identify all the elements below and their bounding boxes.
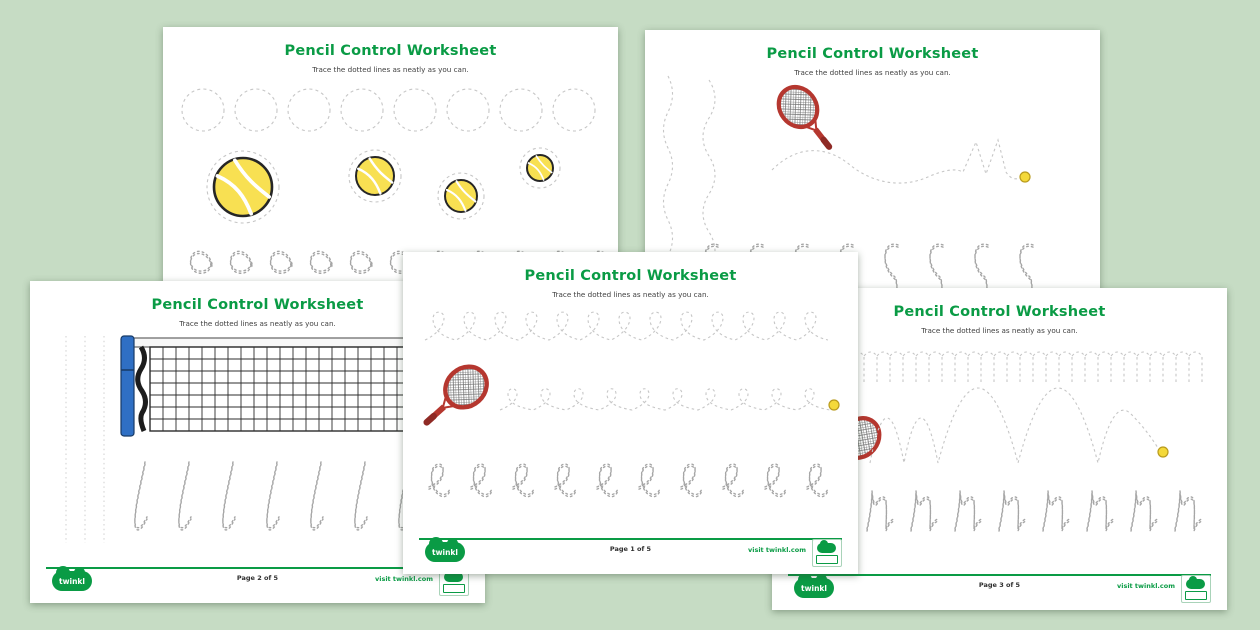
brand-wordmark: twinkl xyxy=(59,576,85,586)
tennis-racket-icon xyxy=(776,84,833,150)
footer-divider xyxy=(46,567,469,569)
trace-letter-e xyxy=(596,463,619,498)
visit-link: visit twinkl.com xyxy=(374,575,433,583)
trace-letter-e xyxy=(428,463,451,498)
trace-letter-e xyxy=(764,463,787,498)
tennis-ball-small-icon xyxy=(1019,171,1031,183)
tennis-ball-icon xyxy=(444,179,478,213)
badge-base xyxy=(1185,591,1207,600)
page-number: Page 2 of 5 xyxy=(236,574,279,582)
tennis-ball-small-icon xyxy=(1157,446,1169,458)
trace-letter-e xyxy=(512,463,535,498)
trace-letter-hook xyxy=(884,243,899,289)
brand-wordmark: twinkl xyxy=(801,583,827,593)
twinkl-badge-icon xyxy=(812,539,842,567)
trace-letter-l xyxy=(310,461,324,531)
badge-cloud-icon xyxy=(817,540,836,553)
page-title: Pencil Control Worksheet xyxy=(284,43,497,59)
trace-letter-e xyxy=(638,463,661,498)
page-title: Pencil Control Worksheet xyxy=(893,304,1106,320)
tennis-ball-icon xyxy=(355,156,395,196)
trace-letter-curl xyxy=(269,250,293,274)
twinkl-logo: twinkl xyxy=(52,566,92,591)
trace-letter-curl xyxy=(229,250,253,274)
page-title: Pencil Control Worksheet xyxy=(151,297,364,313)
trace-letter-curl xyxy=(189,250,213,274)
visit-link: visit twinkl.com xyxy=(747,546,806,554)
badge-base xyxy=(816,555,838,564)
trace-letter-n xyxy=(866,490,895,532)
page-subtitle: Trace the dotted lines as neatly as you … xyxy=(552,290,709,299)
twinkl-logo: twinkl xyxy=(425,537,465,562)
trace-letter-e xyxy=(554,463,577,498)
trace-letter-n xyxy=(1086,490,1115,532)
tennis-ball-icon xyxy=(212,156,274,218)
trace-letter-l xyxy=(266,461,280,531)
trace-letter-l xyxy=(134,461,148,531)
footer-divider xyxy=(419,538,842,540)
trace-letter-hook xyxy=(929,243,944,289)
trace-area xyxy=(423,311,840,498)
trace-letter-n xyxy=(1174,490,1203,532)
tennis-ball-icon xyxy=(526,154,554,182)
trace-letter-n xyxy=(954,490,983,532)
tennis-racket-icon xyxy=(423,364,489,426)
page-subtitle: Trace the dotted lines as neatly as you … xyxy=(794,68,951,77)
page-number: Page 3 of 5 xyxy=(978,581,1021,589)
page-number: Page 1 of 5 xyxy=(609,545,652,553)
trace-letter-n xyxy=(998,490,1027,532)
page-subtitle: Trace the dotted lines as neatly as you … xyxy=(179,319,336,328)
tennis-ball-small-icon xyxy=(828,399,840,411)
trace-letter-n xyxy=(1042,490,1071,532)
page-subtitle: Trace the dotted lines as neatly as you … xyxy=(312,65,469,74)
trace-letter-l xyxy=(178,461,192,531)
trace-letter-n xyxy=(910,490,939,532)
footer-divider xyxy=(788,574,1211,576)
trace-letter-e xyxy=(722,463,745,498)
trace-letter-hook xyxy=(974,243,989,289)
trace-letter-n xyxy=(1130,490,1159,532)
trace-letter-curl xyxy=(309,250,333,274)
page-subtitle: Trace the dotted lines as neatly as you … xyxy=(921,326,1078,335)
trace-letter-hook xyxy=(1019,243,1034,289)
trace-letter-curl xyxy=(349,250,373,274)
page-title: Pencil Control Worksheet xyxy=(766,46,979,62)
page-title: Pencil Control Worksheet xyxy=(524,268,737,284)
brand-wordmark: twinkl xyxy=(432,547,458,557)
trace-letter-e xyxy=(470,463,493,498)
trace-letter-l xyxy=(222,461,236,531)
trace-letter-e xyxy=(680,463,703,498)
twinkl-badge-icon xyxy=(1181,575,1211,603)
visit-link: visit twinkl.com xyxy=(1116,582,1175,590)
twinkl-logo: twinkl xyxy=(794,573,834,598)
badge-base xyxy=(443,584,465,593)
trace-letter-l xyxy=(354,461,368,531)
badge-cloud-icon xyxy=(1186,576,1205,589)
worksheet-page-center: Pencil Control Worksheet Trace the dotte… xyxy=(403,252,858,574)
trace-letter-e xyxy=(806,463,829,498)
